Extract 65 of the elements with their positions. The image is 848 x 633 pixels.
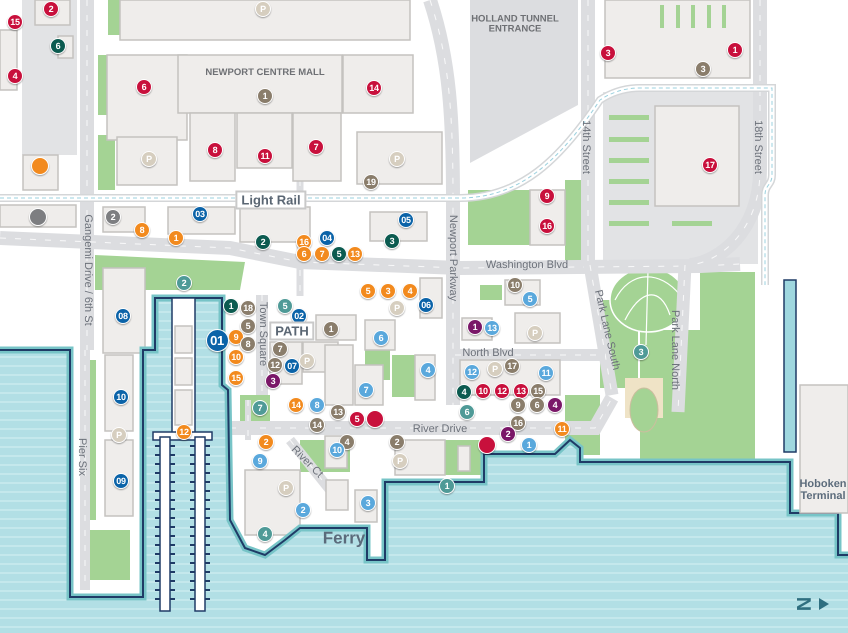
- map-marker: 04: [319, 230, 335, 246]
- map-marker: 5: [240, 318, 256, 334]
- map-marker: 18: [240, 300, 256, 316]
- street-label: Washington Blvd: [486, 258, 568, 272]
- map-marker: 13: [484, 320, 500, 336]
- street-label: 14th Street: [580, 120, 592, 174]
- map-marker: 2: [389, 434, 405, 450]
- map-marker: 9: [252, 453, 268, 469]
- map-marker: 1: [223, 298, 239, 314]
- map-marker: 8: [309, 397, 325, 413]
- compass-letter: N: [792, 596, 814, 612]
- place-label: Ferry: [322, 530, 366, 548]
- map-marker: 6: [529, 397, 545, 413]
- map-marker: 1: [521, 437, 537, 453]
- station-sign: PATH: [269, 322, 315, 340]
- map-marker: 8: [240, 336, 256, 352]
- map-marker: 9: [228, 329, 244, 345]
- map-marker: 16: [510, 415, 526, 431]
- map-marker: 10: [507, 277, 523, 293]
- map-marker: 19: [363, 174, 379, 190]
- map-marker: 5: [277, 298, 293, 314]
- map-marker: 4: [257, 526, 273, 542]
- map-marker: 13: [330, 404, 346, 420]
- map-marker: 3: [600, 45, 616, 61]
- map-marker: 9: [539, 188, 555, 204]
- map-marker: 2: [500, 426, 516, 442]
- map-marker: 6: [459, 404, 475, 420]
- map-marker: 5: [360, 283, 376, 299]
- map-marker: 3: [384, 233, 400, 249]
- station-sign: Light Rail: [235, 190, 307, 210]
- street-label: North Blvd: [462, 346, 514, 360]
- map-marker: 3: [380, 283, 396, 299]
- map-marker: 15: [228, 370, 244, 386]
- map-marker: 7: [314, 246, 330, 262]
- street-label: 18th Street: [752, 120, 764, 174]
- parking-marker: P: [389, 300, 405, 316]
- parking-marker: P: [392, 453, 408, 469]
- map-marker: 06: [418, 297, 434, 313]
- map-marker: 4: [402, 283, 418, 299]
- map-marker: [366, 410, 384, 428]
- building-label: Hoboken Terminal: [798, 478, 848, 502]
- street-label: River Drive: [412, 422, 468, 436]
- street-label: Pier Six: [76, 438, 88, 476]
- building-label: HOLLAND TUNNEL ENTRANCE: [470, 14, 560, 36]
- street-label: Gangemi Drive / 6th St: [82, 214, 94, 326]
- map-marker: 8: [134, 222, 150, 238]
- map-marker: 5: [349, 411, 365, 427]
- map-marker: 2: [295, 502, 311, 518]
- building-label: NEWPORT CENTRE MALL: [205, 68, 325, 78]
- map-marker: 14: [309, 417, 325, 433]
- map-marker: 10: [228, 349, 244, 365]
- map-marker: 13: [347, 246, 363, 262]
- street-label: Newport Parkway: [446, 214, 460, 302]
- map-marker: 12: [494, 383, 510, 399]
- street-label: Park Lane North: [668, 310, 682, 390]
- street-label: Town Square: [256, 302, 270, 366]
- map-marker: 9: [510, 397, 526, 413]
- map-marker: 2: [258, 434, 274, 450]
- map-marker: 10: [475, 383, 491, 399]
- map-marker: 4: [547, 397, 563, 413]
- map-marker: [478, 436, 496, 454]
- street-label: Park Lane South: [592, 288, 622, 372]
- map-marker: 5: [331, 246, 347, 262]
- map-marker: 14: [288, 397, 304, 413]
- map-marker: 15: [7, 14, 23, 30]
